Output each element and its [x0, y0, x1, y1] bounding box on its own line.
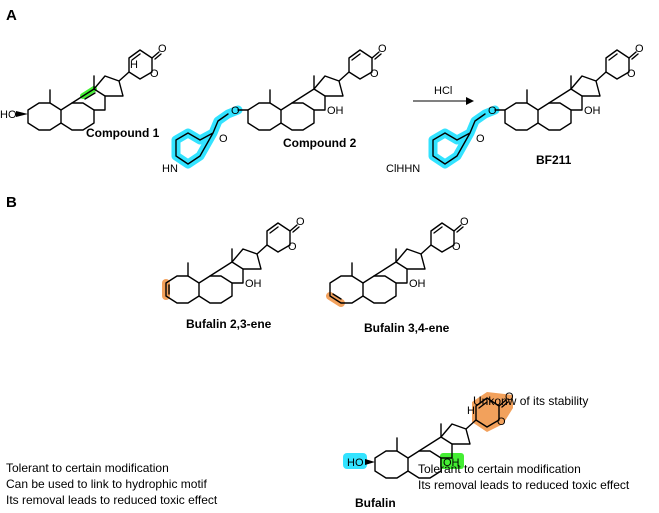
- svg-text:Its removal leads to reduced t: Its removal leads to reduced toxic effec…: [418, 478, 630, 492]
- hcl-reagent: HCl: [434, 85, 452, 97]
- bf211-label: BF211: [536, 153, 572, 167]
- svg-text:O: O: [476, 133, 485, 145]
- c2-hn-label: HN: [162, 163, 178, 175]
- bufalin-2-3-ene-structure: OH: [162, 216, 305, 304]
- svg-text:Tolerant to certain modificati: Tolerant to certain modification: [418, 462, 581, 476]
- svg-text:Tolerant to certain modificati: Tolerant to certain modification: [6, 461, 169, 475]
- svg-text:OH: OH: [584, 105, 601, 117]
- bufalin-label: Bufalin: [355, 496, 396, 510]
- compound-2-structure: O O HN OH: [162, 43, 387, 175]
- bufalin-ho-label: HO: [347, 457, 364, 469]
- bufalin-3-4-ene-label: Bufalin 3,4-ene: [364, 321, 450, 335]
- svg-text:OH: OH: [245, 278, 262, 290]
- panel-label-b: B: [6, 194, 17, 211]
- bufalin-structure: HO OH H: [343, 391, 514, 479]
- c1-ho-label: HO: [0, 109, 17, 121]
- svg-text:H: H: [130, 59, 138, 71]
- svg-text:O: O: [231, 105, 240, 117]
- bufalin-oh-label: OH: [443, 457, 460, 469]
- svg-text:Its removal leads to reduced t: Its removal leads to reduced toxic effec…: [6, 493, 218, 507]
- right-annotation: Tolerant to certain modification Its rem…: [418, 462, 630, 492]
- svg-text:H: H: [467, 405, 475, 417]
- svg-text:OH: OH: [327, 105, 344, 117]
- lactone-annotation: Unkonw of its stability: [473, 394, 588, 408]
- compound-1-structure: HO H: [0, 43, 167, 131]
- bf211-structure: O O ClHHN OH: [386, 43, 644, 175]
- svg-text:OH: OH: [409, 278, 426, 290]
- svg-text:O: O: [219, 133, 228, 145]
- compound-1-label: Compound 1: [86, 126, 160, 140]
- bf211-clhhn-label: ClHHN: [386, 163, 420, 175]
- svg-text:Can be used to link to hydroph: Can be used to link to hydrophic motif: [6, 477, 207, 491]
- reaction-arrow: [413, 97, 474, 105]
- bufalin-2-3-ene-label: Bufalin 2,3-ene: [186, 317, 272, 331]
- panel-label-a: A: [6, 7, 17, 24]
- bufalin-3-4-ene-structure: OH: [326, 216, 469, 307]
- svg-text:O: O: [488, 105, 497, 117]
- compound-2-label: Compound 2: [283, 136, 357, 150]
- left-annotation: Tolerant to certain modification Can be …: [6, 461, 218, 507]
